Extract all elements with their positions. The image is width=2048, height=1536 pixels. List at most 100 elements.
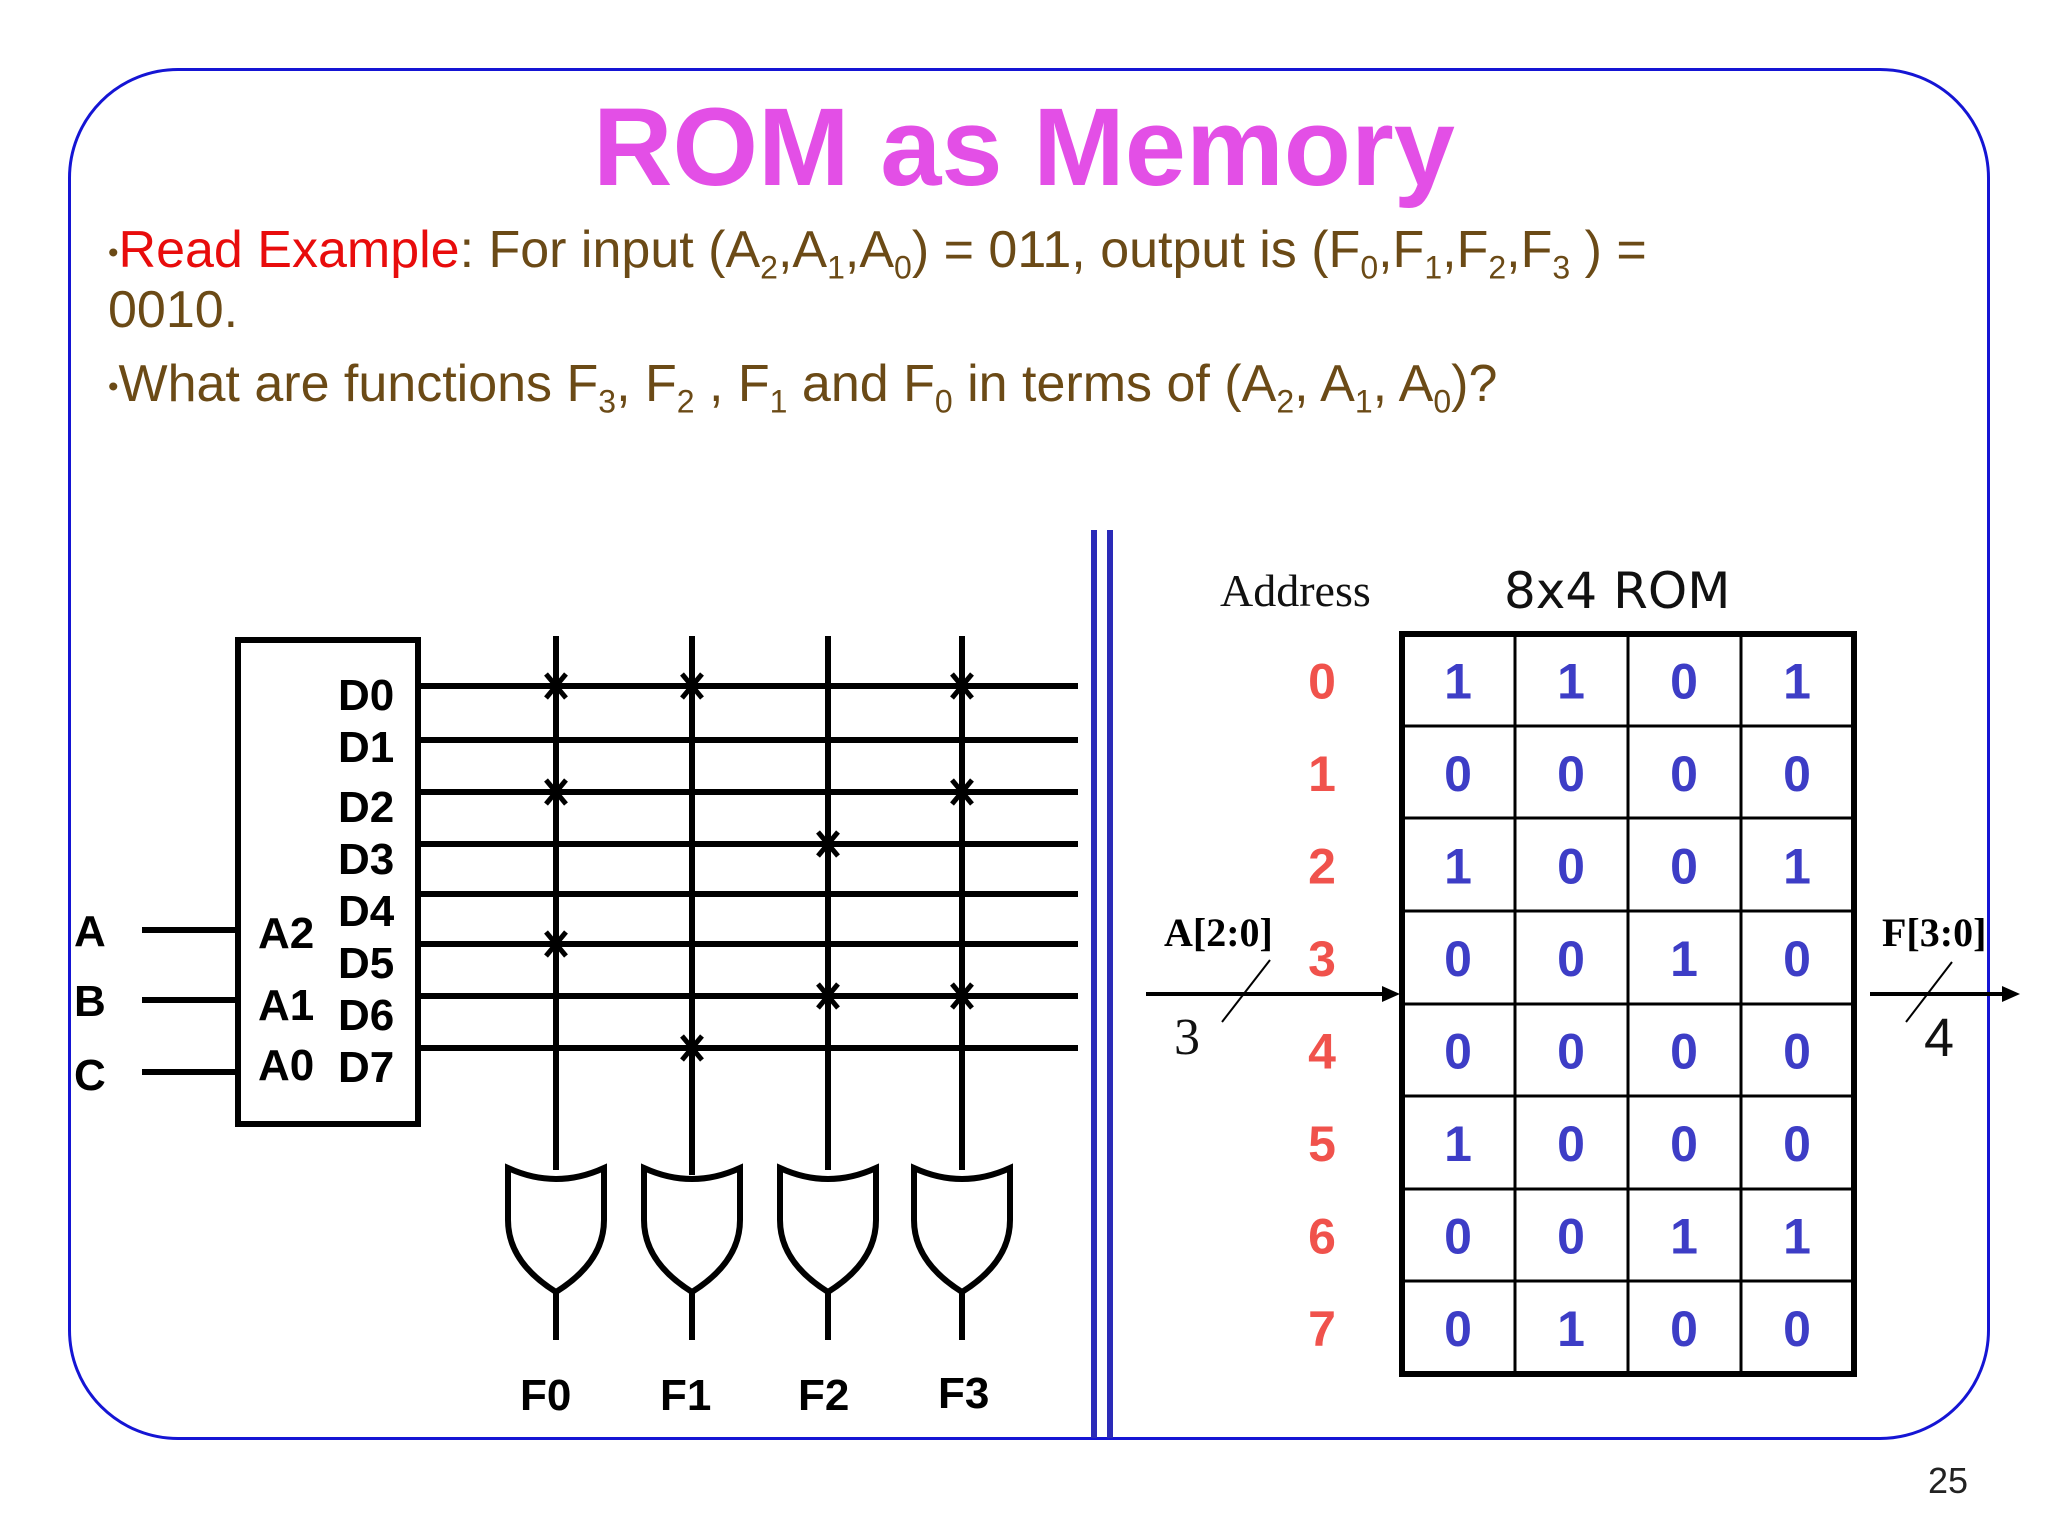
sub: 0: [1360, 249, 1379, 286]
sub: 0: [1433, 383, 1452, 420]
rom-grid-lines: [1402, 634, 1854, 1374]
rom-cell: 0: [1444, 1208, 1472, 1264]
rom-address: 1: [1308, 746, 1336, 802]
rom-address: 3: [1308, 931, 1336, 987]
output-label-f3: F3: [938, 1369, 989, 1418]
x-mark: [950, 982, 974, 1010]
output-bus-width: 4: [1924, 1008, 1954, 1068]
bullet-dot: •: [108, 370, 119, 404]
x-mark: [680, 672, 704, 700]
decoder-output-d1: D1: [338, 723, 394, 772]
or-gate-f1: [641, 1163, 743, 1296]
page-number: 25: [1927, 1460, 1968, 1501]
output-label-f0: F0: [520, 1371, 571, 1420]
decoder-output-d3: D3: [338, 835, 394, 884]
output-bus-label: F[3:0]: [1882, 910, 1986, 955]
bit-lines: [553, 636, 965, 1175]
rom-cell: 0: [1783, 1023, 1811, 1079]
rom-cell: 0: [1670, 1116, 1698, 1172]
rom-cell: 0: [1670, 1023, 1698, 1079]
x-mark: [544, 672, 568, 700]
rom-address: 5: [1308, 1116, 1336, 1172]
input-bus-slash: [1221, 959, 1271, 1023]
decoder-output-d2: D2: [338, 783, 394, 832]
sub: 1: [769, 383, 788, 420]
rom-cell: 0: [1783, 746, 1811, 802]
decoder-box: [235, 637, 421, 1127]
rom-address: 4: [1308, 1023, 1336, 1079]
x-mark: [816, 830, 840, 858]
or-gate-f3: [911, 1163, 1013, 1296]
address-header: Address: [1220, 565, 1371, 616]
rom-cell: 1: [1783, 838, 1811, 894]
rom-cell: 1: [1670, 1208, 1698, 1264]
b2-text: What are functions F: [118, 355, 599, 413]
sub: 2: [1276, 383, 1295, 420]
sub: 2: [676, 383, 695, 420]
bullet-question: •What are functions F3, F2 , F1 and F0 i…: [108, 355, 1498, 420]
rom-address: 6: [1308, 1208, 1336, 1264]
decoder-output-d7: D7: [338, 1043, 394, 1092]
x-mark: [680, 1034, 704, 1062]
sub: 2: [1488, 249, 1507, 286]
rom-cell: 0: [1670, 653, 1698, 709]
bullet-read-example-line2: 0010.: [108, 281, 239, 339]
decoder-pin-a1: A1: [258, 981, 314, 1030]
sub: 0: [894, 249, 912, 286]
x-mark: [544, 778, 568, 806]
rom-cell: 1: [1783, 653, 1811, 709]
x-mark: [816, 982, 840, 1010]
rom-title: 8x4 ROM: [1504, 562, 1730, 620]
rom-cell: 1: [1557, 1301, 1585, 1357]
b1-text: : For input (A: [459, 221, 761, 279]
b2-text: )?: [1451, 355, 1498, 413]
sub: 1: [1424, 249, 1443, 286]
x-mark: [950, 672, 974, 700]
rom-cell: 0: [1444, 931, 1472, 987]
rom-address: 2: [1308, 838, 1336, 894]
decoder-pin-a2: A2: [258, 909, 314, 958]
read-example-label: Read Example: [118, 221, 460, 279]
b2-text: in terms of (A: [952, 355, 1277, 413]
rom-cell: 0: [1557, 746, 1585, 802]
rom-cell: 1: [1783, 1208, 1811, 1264]
output-label-f1: F1: [660, 1371, 711, 1420]
rom-cell: 0: [1557, 1023, 1585, 1079]
b1-text: ) =: [1570, 221, 1647, 279]
sub: 1: [1354, 383, 1373, 420]
or-gates: [505, 1163, 1013, 1340]
rom-cell: 0: [1670, 838, 1698, 894]
decoder-output-d0: D0: [338, 671, 394, 720]
output-bus-arrow: [2002, 986, 2020, 1002]
rom-cell: 1: [1444, 838, 1472, 894]
output-label-f2: F2: [798, 1371, 849, 1420]
rom-cell: 1: [1670, 931, 1698, 987]
rom-cell: 0: [1444, 1301, 1472, 1357]
sub: 3: [598, 383, 617, 420]
input-label-b: B: [74, 977, 106, 1026]
rom-cell: 1: [1444, 653, 1472, 709]
output-bus-slash: [1905, 961, 1953, 1023]
sub: 1: [827, 249, 845, 286]
input-bus-label: A[2:0]: [1164, 910, 1273, 955]
input-label-a: A: [74, 907, 106, 956]
or-gate-f2: [777, 1163, 879, 1296]
decoder-pin-a0: A0: [258, 1041, 314, 1090]
bullet-read-example: •Read Example: For input (A2,A1,A0) = 01…: [108, 221, 1647, 286]
decoder-output-d6: D6: [338, 991, 394, 1040]
b1-text: ) = 011, output is (F: [911, 221, 1361, 279]
rom-address: 0: [1308, 653, 1336, 709]
sub: 0: [934, 383, 953, 420]
input-bus-width: 3: [1174, 1009, 1200, 1066]
sub: 2: [760, 249, 778, 286]
decoder-output-d4: D4: [338, 887, 395, 936]
slide-frame: [68, 68, 1990, 1440]
decoder-output-d5: D5: [338, 939, 394, 988]
rom-cell: 0: [1444, 746, 1472, 802]
rom-cell: 0: [1783, 1116, 1811, 1172]
x-mark: [544, 930, 568, 958]
word-lines: [418, 683, 1078, 1051]
